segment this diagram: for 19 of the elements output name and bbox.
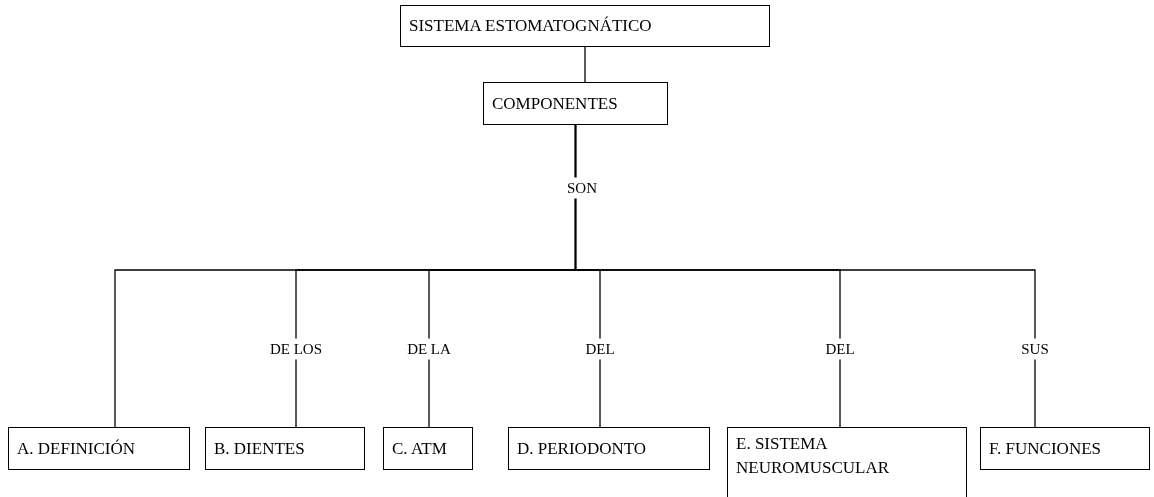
concept-box xyxy=(727,427,967,497)
box-text: A. DEFINICIÓN xyxy=(17,437,136,460)
box-text: E. SISTEMA NEUROMUSCULAR xyxy=(736,433,891,479)
connector-line xyxy=(584,46,586,83)
edge-label: DE LA xyxy=(404,338,454,359)
box-text: B. DIENTES xyxy=(214,437,305,460)
box-text: COMPONENTES xyxy=(492,92,618,115)
box-text: SISTEMA ESTOMATOGNÁTICO xyxy=(409,15,652,37)
box-text: F. FUNCIONES xyxy=(989,437,1101,460)
concept-box xyxy=(508,427,710,470)
connector-line xyxy=(574,124,1036,428)
box-text: D. PERIODONTO xyxy=(517,437,647,460)
concept-box xyxy=(400,5,770,47)
box-text: C. ATM xyxy=(392,437,447,460)
concept-box xyxy=(205,427,365,470)
concept-box xyxy=(980,427,1150,470)
concept-box xyxy=(8,427,190,470)
concept-box xyxy=(383,427,473,470)
concept-box xyxy=(483,82,668,125)
